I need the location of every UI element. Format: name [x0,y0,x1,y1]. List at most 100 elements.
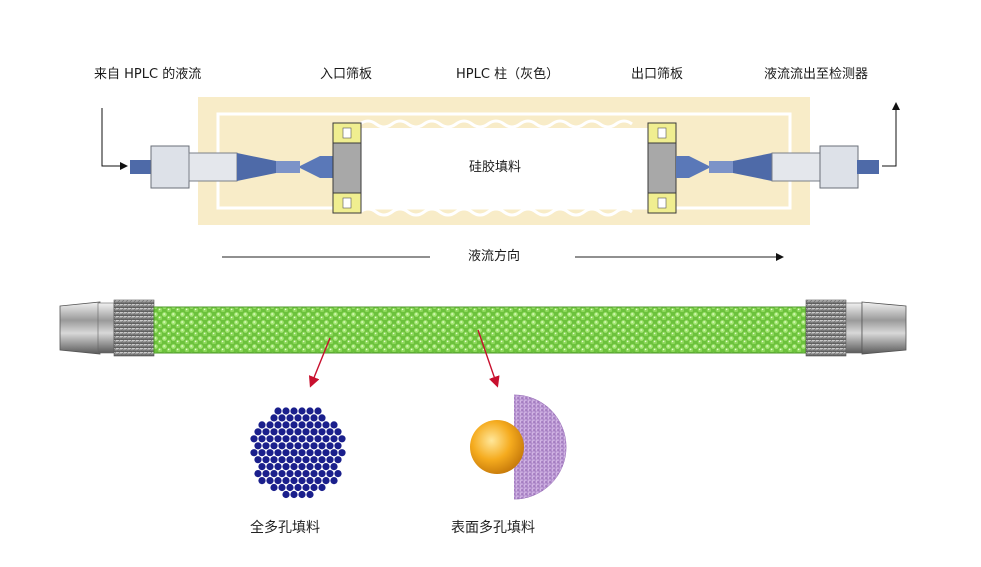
porous-particle-dot [326,442,334,450]
porous-particle-dot [322,421,330,429]
porous-particle-dot [266,435,274,443]
porous-particle-dot [314,421,322,429]
label-outlet-frit: 出口筛板 [631,67,684,82]
porous-particle-dot [258,435,266,443]
lower-wave [359,207,633,217]
porous-particle-dot [290,421,298,429]
porous-particle-dot [262,456,270,464]
porous-particle-dot [286,456,294,464]
right-knurl [805,299,847,357]
porous-particle-dot [278,456,286,464]
outlet-capillary [709,161,733,173]
porous-particle-dot [318,414,326,422]
porous-particle-dot [294,414,302,422]
porous-particle-dot [282,435,290,443]
porous-particle-dot [330,421,338,429]
porous-particle-dot [290,407,298,415]
porous-particle-dot [274,463,282,471]
porous-particle-dot [274,421,282,429]
porous-particle-dot [310,483,318,492]
porous-particle-dot [262,442,270,450]
porous-particle-dot [298,435,306,443]
outlet-flow-arrow [882,102,900,167]
label-superficially-porous: 表面多孔填料 [451,520,535,536]
porous-particle-dot [318,428,326,436]
inlet-frit-center [332,142,362,194]
porous-particle-dot [298,490,306,499]
porous-particle-dot [314,449,322,457]
porous-particle-dot [282,407,290,415]
porous-particle-dot [338,435,346,443]
porous-particle-dot [306,435,314,443]
outlet-ferrule-body [771,152,821,182]
porous-particle-dot [294,442,302,450]
inlet-capillary [276,161,300,173]
porous-particle-dot [310,442,318,450]
porous-shell-body [514,395,566,499]
porous-particle-dot [250,449,258,457]
inlet-cone [237,153,276,181]
porous-particle-dot [270,483,278,492]
porous-particle-dot [274,477,282,485]
inlet-nut [150,145,190,189]
porous-particle-dot [302,483,310,492]
right-nut-ring [845,302,863,354]
porous-particle-dot [306,407,314,415]
porous-particle-dot [310,428,318,436]
porous-particle-dot [290,490,298,499]
porous-particle-dot [318,470,326,478]
label-flow-direction: 液流方向 [468,249,521,264]
porous-particle-dot [258,421,266,429]
porous-particle-dot [298,421,306,429]
porous-particle-dot [266,463,274,471]
left-nut-ring [97,302,115,354]
porous-particle-dot [290,463,298,471]
porous-particle-dot [302,456,310,464]
porous-particle-dot [286,428,294,436]
porous-particle-dot [314,435,322,443]
porous-particle-dot [330,435,338,443]
upper-wave [359,119,633,129]
porous-particle-dot [298,477,306,485]
packed-bed [153,306,807,354]
porous-particle-dot [330,477,338,485]
porous-particle-dot [254,428,262,436]
left-knurl [113,299,155,357]
porous-particle-dot [254,442,262,450]
porous-particle-dot [298,407,306,415]
porous-particle-dot [282,477,290,485]
porous-particle-dot [294,428,302,436]
porous-particle-dot [282,449,290,457]
porous-particle-dot [338,449,346,457]
porous-particle-dot [290,435,298,443]
porous-particle-dot [270,470,278,478]
porous-particle-dot [298,463,306,471]
porous-particle-dot [290,449,298,457]
porous-particle-dot [310,456,318,464]
porous-particle-dot [282,490,290,499]
outlet-nut [819,145,859,189]
porous-particle-dot [306,463,314,471]
porous-particle-dot [270,428,278,436]
porous-particle-dot [262,470,270,478]
porous-particle-dot [326,456,334,464]
porous-particle-dot [302,470,310,478]
porous-particle-dot [250,435,258,443]
porous-particle-dot [334,470,342,478]
porous-particle-dot [318,442,326,450]
porous-particle-dot [306,477,314,485]
porous-particle-dot [258,463,266,471]
right-hex-nut [861,301,907,355]
porous-particle-dot [278,442,286,450]
porous-particle-dot [298,449,306,457]
porous-particle-dot [294,456,302,464]
porous-particle-dot [330,449,338,457]
porous-particle-dot [270,456,278,464]
arrow-to-superficially-porous [477,329,500,388]
porous-particle-dot [326,470,334,478]
porous-particle-dot [310,414,318,422]
porous-particle-dot [278,483,286,492]
porous-particle-dot [294,483,302,492]
porous-particle-dot [290,477,298,485]
porous-particle-dot [274,407,282,415]
